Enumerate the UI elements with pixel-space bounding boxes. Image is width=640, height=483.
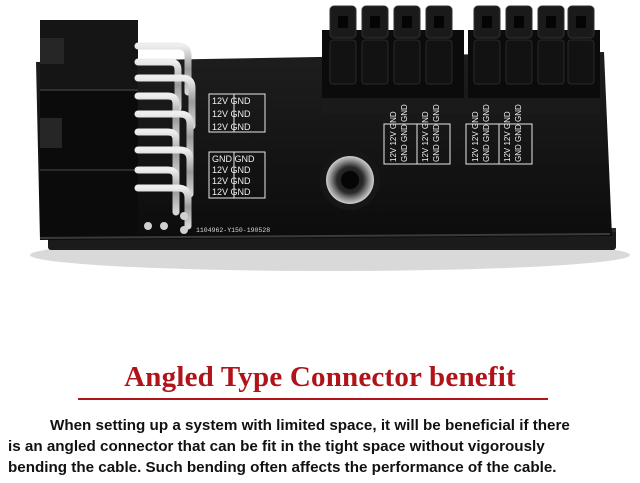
silk-group-2-col-b: GND GND GND [482,104,491,162]
silk-left-bottom-row-3: 12V GND [212,176,251,186]
product-photo: 12V GND 12V GND 12V GND GND GND 12V GND … [30,5,630,271]
description-paragraph: When setting up a system with limited sp… [8,415,634,478]
silk-group-2-col-d: GND GND GND [514,104,523,162]
description-line-2: is an angled connector that can be fit i… [8,438,545,455]
description-line-1: When setting up a system with limited sp… [50,417,570,434]
headline-title: Angled Type Connector benefit [124,361,516,393]
silk-left-top-row-1: 12V GND [212,96,251,106]
silk-group-1-col-c: 12V 12V GND [421,111,430,162]
silk-left-top: 12V GND 12V GND 12V GND [208,93,266,133]
upright-sockets [322,5,600,114]
part-code: 1104962-Y150-190528 [196,227,270,234]
silk-left-bottom-row-1: GND GND [212,154,255,164]
silk-left-top-row-2: 12V GND [212,109,251,119]
mounting-hole [320,150,380,210]
description-line-3: bending the cable. Such bending often af… [8,459,557,476]
silk-left-bottom-row-4: 12V GND [212,187,251,197]
silk-group-1-col-a: 12V 12V GND [389,111,398,162]
angled-pins [134,42,196,230]
silk-left-bottom: GND GND 12V GND 12V GND 12V GND [208,151,266,199]
pin-solder-joints [144,212,188,234]
angled-connector [40,20,138,236]
silk-group-1-col-d: GND GND GND [432,104,441,162]
silk-group-2-col-c: 12V 12V GND [503,111,512,162]
silk-group-1-col-b: GND GND GND [400,104,409,162]
silk-right-group-2: 12V 12V GND GND GND GND 12V 12V GND GND … [465,104,533,165]
silk-group-2-col-a: 12V 12V GND [471,111,480,162]
silk-left-bottom-row-2: 12V GND [212,165,251,175]
headline-underline [78,398,548,400]
silk-left-top-row-3: 12V GND [212,122,251,132]
silk-right-group-1: 12V 12V GND GND GND GND 12V 12V GND GND … [383,104,451,165]
